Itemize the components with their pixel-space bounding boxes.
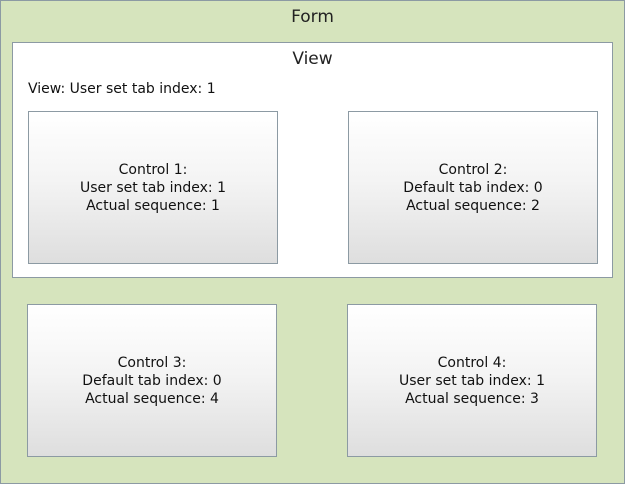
control-1-sequence: Actual sequence: 1	[86, 197, 220, 214]
control-1-tab-index: User set tab index: 1	[80, 179, 226, 196]
control-3-box: Control 3: Default tab index: 0 Actual s…	[27, 304, 277, 457]
control-2-name: Control 2:	[438, 161, 508, 178]
control-1-box: Control 1: User set tab index: 1 Actual …	[28, 111, 278, 264]
control-4-tab-index: User set tab index: 1	[399, 372, 545, 389]
view-tab-index-note: View: User set tab index: 1	[28, 81, 216, 97]
control-2-sequence: Actual sequence: 2	[406, 197, 540, 214]
view-title: View	[292, 49, 333, 69]
control-3-name: Control 3:	[117, 354, 187, 371]
control-1-name: Control 1:	[118, 161, 188, 178]
form-title: Form	[291, 7, 334, 27]
control-3-tab-index: Default tab index: 0	[82, 372, 222, 389]
control-3-sequence: Actual sequence: 4	[85, 390, 219, 407]
control-4-box: Control 4: User set tab index: 1 Actual …	[347, 304, 597, 457]
control-2-box: Control 2: Default tab index: 0 Actual s…	[348, 111, 598, 264]
control-4-name: Control 4:	[437, 354, 507, 371]
view-container: View View: User set tab index: 1 Control…	[12, 42, 613, 278]
control-4-sequence: Actual sequence: 3	[405, 390, 539, 407]
control-2-tab-index: Default tab index: 0	[403, 179, 543, 196]
